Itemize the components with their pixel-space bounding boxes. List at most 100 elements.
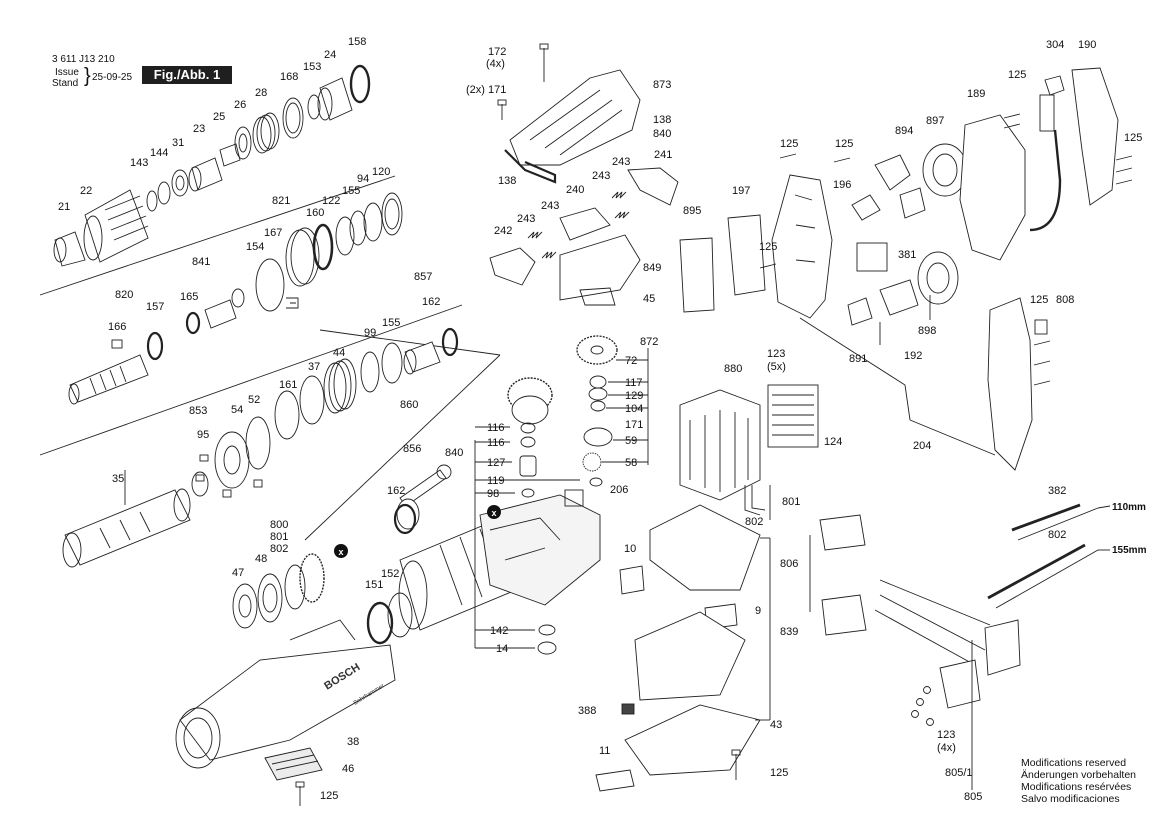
ring-155b [381,342,403,384]
part-241 [627,167,679,206]
callout-label: 72 [625,355,637,367]
callout-label: 37 [308,361,320,373]
oring-160 [312,223,334,271]
callout-label: 28 [255,87,267,99]
callout-label: 94 [357,173,369,185]
callout-label: 11 [599,745,610,757]
callout-label: 808 [1056,294,1074,306]
tool-holder-part-21 [53,231,86,267]
ring-44 [323,358,357,414]
electronics-module-880 [767,384,819,448]
callout-label: 47 [232,567,244,579]
note-de: Änderungen vorbehalten [1021,769,1137,781]
bracket-204c [909,419,996,456]
callout-label: 155mm [1112,545,1147,556]
callout-label: 35 [112,473,124,485]
callout-label: 241 [654,149,672,161]
callout-label: 206 [610,484,628,496]
svg-text:x: x [338,547,343,557]
callout-label: 125 [1030,294,1048,306]
ring-98 [521,488,535,498]
callout-label: 52 [248,394,260,406]
gear-72 [576,335,618,365]
handle-half-right-204 [987,297,1033,471]
callout-label: 95 [197,429,209,441]
callout-label: 381 [898,249,916,261]
spring-243a [611,191,627,199]
part-894b [899,187,926,219]
callout-label: (4x) [486,58,505,70]
carrier-849 [559,234,641,301]
callout-label: 122 [322,195,340,207]
callout-label: 304 [1046,39,1064,51]
callout-label: 192 [904,350,922,362]
callout-label: 190 [1078,39,1096,51]
callout-label: 897 [926,115,944,127]
part-52b [222,479,263,498]
callout-label: 14 [496,643,508,655]
callout-label: 898 [918,325,936,337]
callout-label: 31 [172,137,184,149]
ring-155 [349,210,367,246]
part-240 [559,207,611,241]
screw-171 [497,99,507,120]
callout-label: 10 [624,543,636,555]
issue-date: 25-09-25 [92,72,133,83]
callout-label: 104 [625,403,643,415]
callout-label: 860 [400,399,418,411]
callout-label: 155 [342,185,360,197]
ring-52 [245,416,271,470]
gear-housing-840 [479,489,601,606]
callout-label: 243 [612,156,630,168]
callout-label: 158 [348,36,366,48]
callout-label: 138 [498,175,516,187]
bracket-204b [904,384,911,421]
callout-label: 144 [150,147,168,159]
callout-label: 23 [193,123,205,135]
callout-label: 125 [759,241,777,253]
terminal-806a [819,514,866,551]
callout-label: 24 [324,49,336,61]
callout-label: 166 [108,321,126,333]
callout-label: 841 [192,256,210,268]
cable-loop [1029,129,1062,232]
oring-151 [366,601,394,645]
motor-armature [679,389,761,501]
base-plate-43 [624,704,761,776]
handle-190 [1071,67,1119,206]
callout-label: 839 [780,626,798,638]
callout-label: 38 [347,736,359,748]
spring-243d [541,251,557,259]
dimension-155mm [995,549,1110,609]
screw-125-4 [1115,155,1133,185]
issue-brace: } [84,65,91,87]
callout-label: 125 [1124,132,1142,144]
callout-label: 805 [964,791,982,803]
sleeve-857 [403,341,441,375]
callout-label: 127 [487,457,505,469]
callout-label: 802 [270,543,288,555]
ring-37 [299,375,325,425]
ring-157 [146,331,164,361]
spring-28 [252,112,280,154]
ring-26 [234,126,252,160]
callout-label: 840 [653,128,671,140]
callout-label: 243 [517,213,535,225]
ring-802 [284,564,306,610]
switch-895 [679,237,715,313]
callout-label: 155 [382,317,400,329]
marker-x-left: x [334,544,348,558]
bracket-204a [799,317,906,386]
clutch-54 [214,431,250,489]
part-891 [847,297,873,326]
callout-label: 189 [967,88,985,100]
callout-label: 802 [745,516,763,528]
gasket-138 [504,149,557,184]
callout-label: 45 [643,293,655,305]
callout-label: 99 [364,327,376,339]
part-166 [111,339,123,349]
bearing-14 [537,641,557,655]
part-242 [489,247,536,286]
